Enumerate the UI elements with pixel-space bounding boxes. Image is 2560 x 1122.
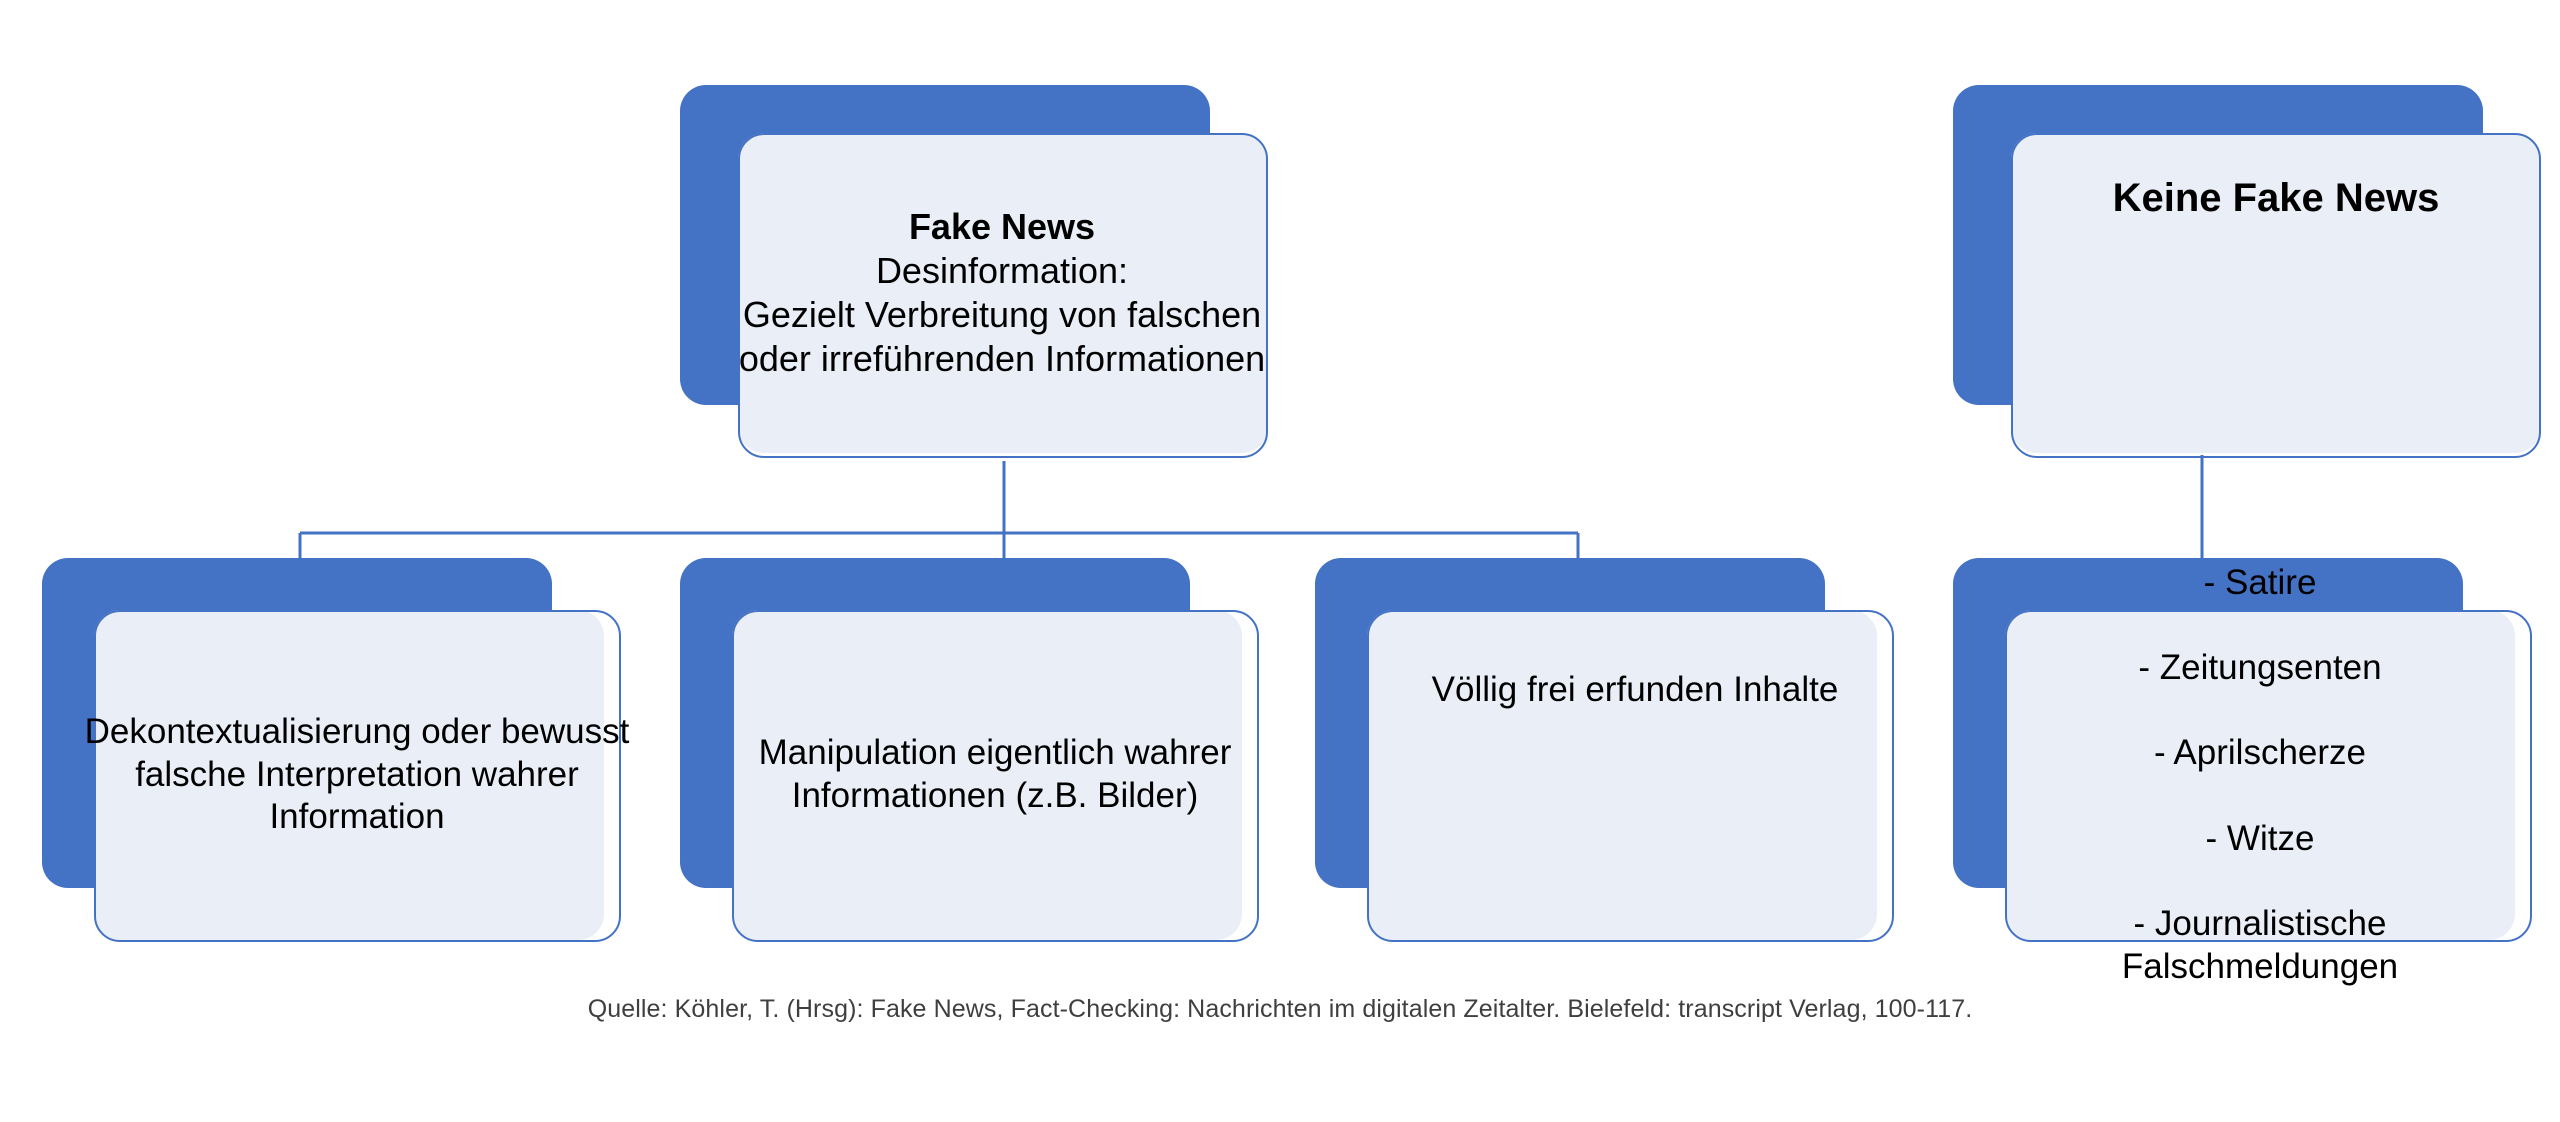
node-body: Völlig frei erfunden Inhalte [1431,669,1839,709]
node-text: Manipulation eigentlich wahrer Informati… [710,610,1280,940]
node-body: Desinformation: Gezielt Verbreitung von … [738,250,1266,379]
node-text: Völlig frei erfunden Inhalte [1345,610,1925,770]
node-fill-rect [732,610,1242,940]
source-citation: Quelle: Köhler, T. (Hrsg): Fake News, Fa… [587,995,1973,1023]
node-title: Fake News [908,206,1096,248]
list-item: - Zeitungsenten [2138,647,2382,687]
node-fake-news[interactable]: Fake News Desinformation: Gezielt Verbre… [680,85,1280,460]
node-outline-rect [738,133,1268,458]
node-outline-rect [2005,610,2532,942]
node-text: Dekontextualisierung oder bewusst falsch… [72,610,642,940]
node-body: Manipulation eigentlich wahrer Informati… [758,733,1232,815]
list-item: - Aprilscherze [2153,733,2367,773]
node-outline-rect [2011,133,2541,458]
node-keine-fake-news[interactable]: Keine Fake News [1953,85,2553,460]
node-manipulation[interactable]: Manipulation eigentlich wahrer Informati… [680,558,1280,948]
node-fill-rect [1367,610,1877,940]
list-item: - Satire [2203,562,2317,602]
list-item: - Journalistische Falschmeldungen [2121,904,2399,986]
node-outline-rect [732,610,1259,942]
node-fill-rect [2011,133,2541,453]
node-text: Fake News Desinformation: Gezielt Verbre… [722,133,1282,453]
node-keine-fake-news-liste[interactable]: - Satire - Zeitungsenten - Aprilscherze … [1953,558,2553,986]
list-item: - Witze [2205,818,2315,858]
node-frei-erfunden[interactable]: Völlig frei erfunden Inhalte [1315,558,1935,948]
node-fill-rect [94,610,604,940]
node-text: - Satire - Zeitungsenten - Aprilscherze … [2005,563,2515,986]
node-fill-rect [738,133,1268,453]
bullet-list: - Satire - Zeitungsenten - Aprilscherze … [2005,519,2515,1031]
node-text: Keine Fake News [2011,133,2541,263]
node-outline-rect [94,610,621,942]
node-fill-rect [2005,610,2515,940]
node-outline-rect [1367,610,1894,942]
node-dekontextualisierung[interactable]: Dekontextualisierung oder bewusst falsch… [42,558,642,948]
node-body: Dekontextualisierung oder bewusst falsch… [84,711,630,837]
node-title: Keine Fake News [2112,175,2440,220]
